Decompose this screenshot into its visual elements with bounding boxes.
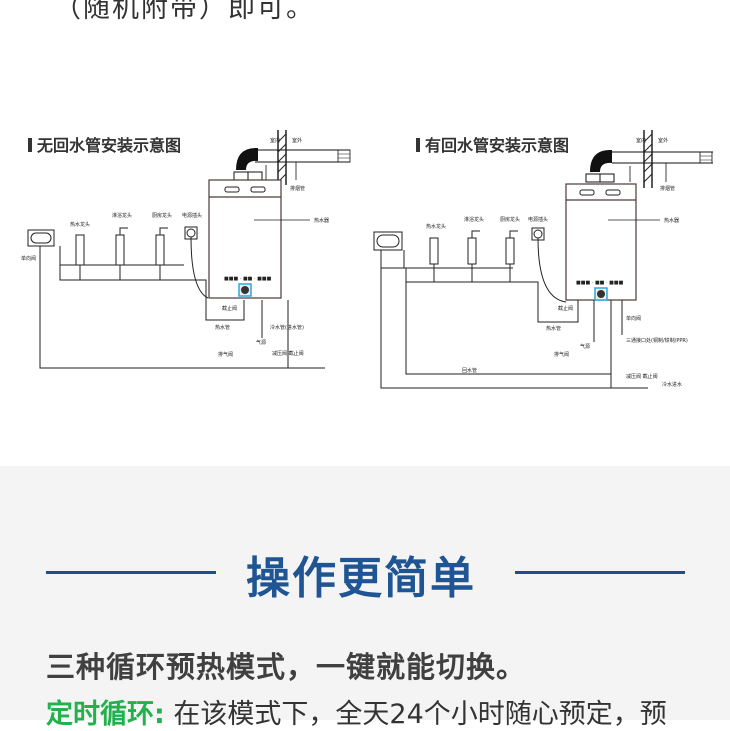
label-exhaust-pipe: 排烟管 <box>290 185 305 192</box>
svg-text:■■■ · ■■ · ■■■: ■■■ · ■■ · ■■■ <box>576 280 624 286</box>
label-exhaust-pipe: 排烟管 <box>660 185 675 192</box>
svg-text:■■■ · ■■ · ■■■: ■■■ · ■■ · ■■■ <box>224 276 272 282</box>
title-bar-icon <box>416 138 420 152</box>
diagram-with-return-svg: 室内 室外 排烟管 ■■■ · ■■ · ■■■ 热水器 <box>373 130 713 389</box>
label-kitchen: 厨房龙头 <box>152 212 172 219</box>
diagram-no-return-svg: 室内 室外 排烟管 ■■■ · ■■ · ■■■ 热水器 <box>21 130 351 369</box>
pipes <box>39 236 325 369</box>
section-subtitle: 三种循环预热模式，一键就能切换。 <box>46 650 527 684</box>
label-gas: 气源 <box>256 339 266 346</box>
label-heater: 热水器 <box>314 217 329 224</box>
label-heater: 热水器 <box>664 217 679 224</box>
diagram-title: 有回水管安装示意图 <box>416 132 569 156</box>
label-cold-main: 冷水进水 <box>662 381 682 388</box>
mode-separator: : <box>154 699 165 730</box>
label-vent: 排气阀 <box>554 351 569 358</box>
exhaust-pipe <box>233 148 351 181</box>
label-shutoff: 截止阀 <box>558 305 573 312</box>
water-heater: ■■■ · ■■ · ■■■ <box>208 179 282 299</box>
exhaust-pipe <box>585 150 713 183</box>
label-kitchen: 厨房龙头 <box>500 216 520 223</box>
diagram-no-return-pipe: 室内 室外 排烟管 ■■■ · ■■ · ■■■ 热水器 <box>20 120 355 390</box>
label-socket: 电源插头 <box>528 216 548 223</box>
heading-divider-right <box>515 571 685 574</box>
label-check-valve: 单向阀 <box>21 255 36 262</box>
mode-description: 定时循环: 在该模式下，全天24个小时随心预定，预 <box>46 692 667 731</box>
title-bar-icon <box>28 138 32 152</box>
intro-text: （随机附带）即可。 <box>54 0 315 24</box>
label-outdoor: 室外 <box>658 137 668 144</box>
water-heater: ■■■ · ■■ · ■■■ <box>565 183 637 301</box>
label-shutoff: 截止阀 <box>222 305 237 312</box>
label-hot-tap: 热水龙头 <box>426 223 446 230</box>
label-shower: 淋浴龙头 <box>112 212 132 219</box>
section-heading: 操作更简单 <box>0 542 730 604</box>
wall <box>277 130 287 185</box>
label-return-pipe: 回水管 <box>462 367 477 374</box>
label-indoor: 室内 <box>270 137 280 144</box>
operation-section: 操作更简单 三种循环预热模式，一键就能切换。 定时循环: 在该模式下，全天24个… <box>0 466 730 730</box>
label-gas: 气源 <box>580 343 590 350</box>
top-section: （随机附带）即可。 <box>20 0 730 390</box>
label-vent: 排气阀 <box>218 351 233 358</box>
label-hot-tap: 热水龙头 <box>70 221 90 228</box>
label-indoor: 室内 <box>636 137 646 144</box>
label-cold-in: 冷水管(进水管) <box>270 324 304 331</box>
label-note: 三通接口处(铜制/铁制/PPR) <box>626 337 688 344</box>
label-shower: 淋浴龙头 <box>464 216 484 223</box>
fixtures <box>27 226 198 266</box>
heading-text: 操作更简单 <box>246 553 476 604</box>
label-check-valve: 单向阀 <box>626 315 641 322</box>
label-pressure-valve: 减压阀 截止阀 <box>626 373 658 380</box>
diagram-title: 无回水管安装示意图 <box>28 132 181 156</box>
wall <box>643 130 653 188</box>
label-outdoor: 室外 <box>292 137 302 144</box>
diagram-with-return-pipe: 室内 室外 排烟管 ■■■ · ■■ · ■■■ 热水器 <box>368 120 730 390</box>
label-pressure-valve: 减压阀 截止阀 <box>272 350 304 357</box>
mode-text: 在该模式下，全天24个小时随心预定，预 <box>173 699 667 730</box>
label-hot-pipe: 热水管 <box>215 324 230 331</box>
mode-name: 定时循环 <box>46 699 154 730</box>
label-socket: 电源插头 <box>182 212 202 219</box>
pipes <box>380 237 648 389</box>
label-hot-pipe: 热水管 <box>546 325 561 332</box>
fixtures <box>373 227 545 265</box>
heading-divider-left <box>46 571 216 574</box>
